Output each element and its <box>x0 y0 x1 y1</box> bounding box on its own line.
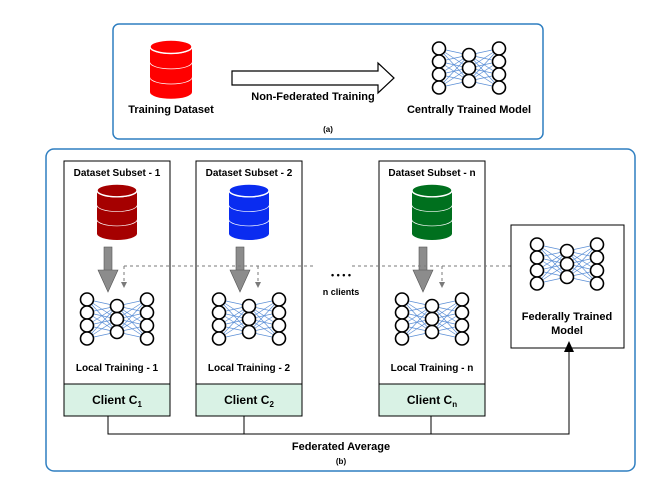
dataset-subset-icon <box>228 183 270 240</box>
down-arrow-icon <box>97 246 119 293</box>
client-box-1: Dataset Subset - 1 Local Training - 1 Cl… <box>63 160 171 417</box>
n-clients-label: n clients <box>323 287 360 297</box>
dataset-subset-label: Dataset Subset - 2 <box>206 168 293 179</box>
local-training-label: Local Training - n <box>391 363 474 374</box>
client-footer-2 <box>195 383 303 417</box>
federated-model-network-icon <box>529 237 605 291</box>
client-footer-1 <box>63 383 171 417</box>
dataset-subset-label: Dataset Subset - 1 <box>74 168 161 179</box>
client-label: Client Cn <box>407 393 457 409</box>
client-label: Client C1 <box>92 393 142 409</box>
local-training-label: Local Training - 2 <box>208 363 291 374</box>
dataset-subset-icon <box>411 183 453 240</box>
down-arrow-icon <box>412 246 434 293</box>
federated-model-label-line2: Model <box>551 325 583 337</box>
non-federated-arrow <box>231 61 395 95</box>
local-model-network-icon <box>79 292 155 346</box>
model-distribution-dashed-line <box>123 265 512 283</box>
client-label: Client C2 <box>224 393 274 409</box>
federated-average-arrowhead <box>564 341 574 352</box>
local-model-network-icon <box>211 292 287 346</box>
dataset-subset-label: Dataset Subset - n <box>388 168 475 179</box>
federated-model-box: Federally Trained Model <box>510 224 625 349</box>
central-model-label: Centrally Trained Model <box>407 104 531 116</box>
federated-model-label-line1: Federally Trained <box>522 311 612 323</box>
training-dataset-icon <box>149 39 193 99</box>
panel-a-frame <box>112 23 544 140</box>
federated-average-connector <box>107 350 570 435</box>
ellipsis-dots: • • • • <box>331 270 351 280</box>
down-arrow-icon <box>229 246 251 293</box>
local-model-network-icon <box>394 292 470 346</box>
panel-b-frame <box>45 148 636 472</box>
client-footer-n <box>378 383 486 417</box>
central-model-network-icon <box>431 41 507 95</box>
training-dataset-label: Training Dataset <box>128 104 214 116</box>
dataset-subset-icon <box>96 183 138 240</box>
non-federated-training-label: Non-Federated Training <box>251 91 374 103</box>
distribution-arrowheads <box>121 282 445 288</box>
panel-b-caption: (b) <box>336 457 347 466</box>
panel-a-caption: (a) <box>323 125 333 134</box>
local-training-label: Local Training - 1 <box>76 363 159 374</box>
federated-average-label: Federated Average <box>292 441 390 453</box>
client-box-2: Dataset Subset - 2 Local Training - 2 Cl… <box>195 160 303 417</box>
client-box-n: Dataset Subset - n Local Training - n Cl… <box>378 160 486 417</box>
